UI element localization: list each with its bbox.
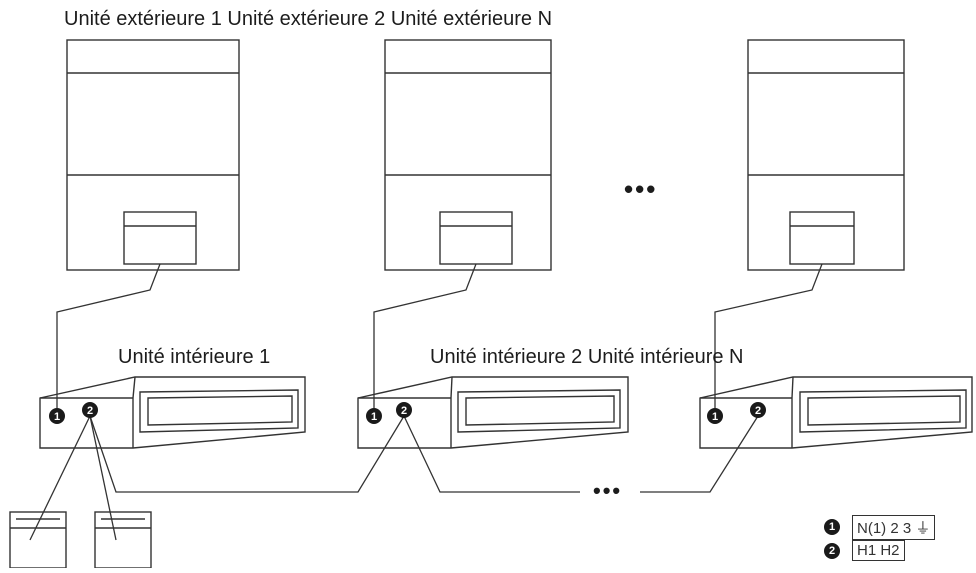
wiring (29, 263, 823, 541)
indoor-unit-n (699, 376, 973, 449)
indoor-units-2-n-label: Unité intérieure 2 Unité intérieure N (430, 346, 744, 368)
indoor-unit-2 (357, 376, 629, 449)
legend-mark-2: 2 (824, 543, 840, 559)
outdoor-units-caption: Unité extérieure 1 Unité extérieure 2 Un… (64, 8, 553, 30)
wired-controller-2 (94, 511, 152, 569)
outdoor-unit-n (747, 39, 905, 271)
wire-outdoor-n-to-indoor-n (714, 263, 823, 408)
indoor-unit-1-label: Unité intérieure 1 (118, 346, 271, 368)
outdoor-unit-2 (384, 39, 552, 271)
terminal-1-mark-indoor-2: 1 (371, 411, 377, 423)
wired-controller-1 (9, 511, 67, 569)
wiring-ellipsis: ••• (593, 478, 623, 503)
wire-indoor-2-to-ellipsis (403, 415, 580, 493)
terminal-marker-labels: 1 2 1 2 1 2 (54, 405, 761, 423)
wire-to-controller-1 (29, 415, 91, 541)
wire-to-controller-2 (89, 415, 117, 541)
terminal-markers (49, 402, 766, 424)
wire-outdoor-2-to-indoor-2 (373, 263, 477, 408)
terminal-2-mark-indoor-2: 2 (401, 405, 407, 417)
terminal-2-mark-indoor-1: 2 (87, 405, 93, 417)
terminal-1-mark-indoor-n: 1 (712, 411, 718, 423)
indoor-unit-1 (39, 376, 306, 449)
outdoor-unit-1 (66, 39, 240, 271)
wire-indoor-1-to-indoor-2 (89, 415, 405, 493)
wire-outdoor-1-to-indoor-1 (56, 263, 161, 408)
wire-ellipsis-to-indoor-n (640, 415, 759, 493)
terminal-1-mark-indoor-1: 1 (54, 411, 60, 423)
legend-terminals-2: H1 H2 (852, 540, 905, 561)
legend-mark-1: 1 (824, 519, 840, 535)
terminal-2-mark-indoor-n: 2 (755, 405, 761, 417)
legend-terminals-1: N(1) 2 3 ⏚ (852, 515, 936, 540)
outdoor-ellipsis: ••• (624, 174, 658, 204)
